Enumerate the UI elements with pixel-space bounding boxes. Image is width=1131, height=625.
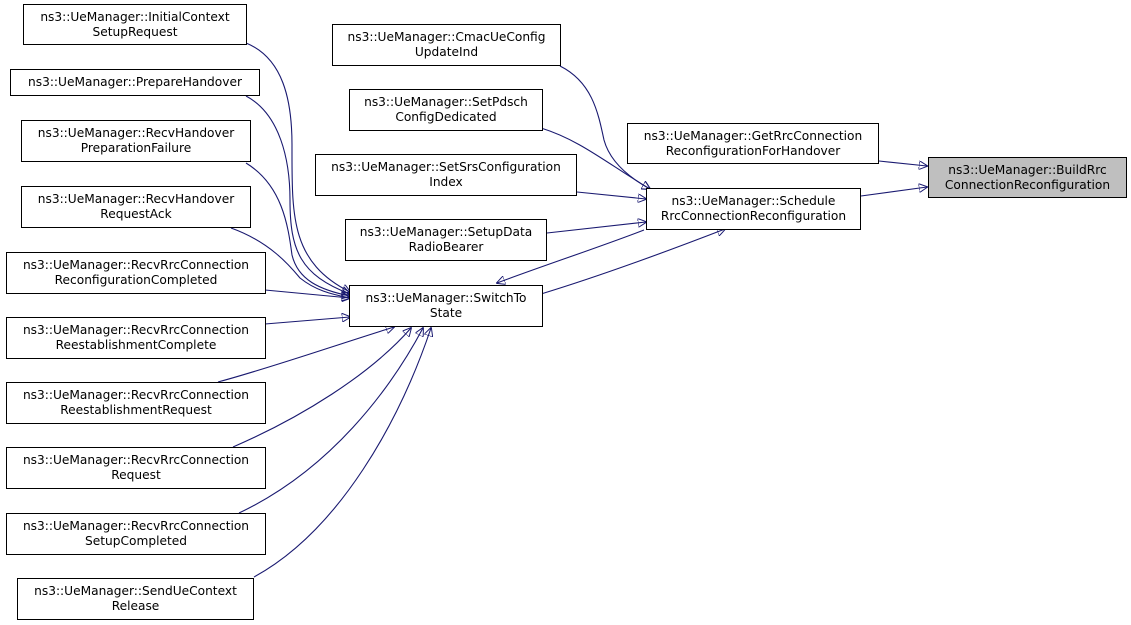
edge-pdsch-to-schedule xyxy=(540,127,650,189)
node-label-line1: ns3::UeManager::SetPdsch xyxy=(364,95,528,109)
edge-hoack-to-switch xyxy=(230,227,350,298)
node-initial-context-setup-request[interactable]: ns3::UeManager::InitialContext SetupRequ… xyxy=(23,4,247,45)
node-get-rrc-connection-reconfiguration-for-handover[interactable]: ns3::UeManager::GetRrcConnection Reconfi… xyxy=(627,123,879,164)
node-label-line1: ns3::UeManager::SetupData xyxy=(359,225,533,239)
node-label-line2: UpdateInd xyxy=(414,45,479,59)
node-recv-handover-preparation-failure[interactable]: ns3::UeManager::RecvHandover Preparation… xyxy=(21,120,251,162)
node-label-line1: ns3::UeManager::InitialContext xyxy=(40,9,230,24)
node-set-pdsch-config-dedicated[interactable]: ns3::UeManager::SetPdsch ConfigDedicated xyxy=(349,89,543,131)
edge-reestreq-to-switch xyxy=(217,327,394,383)
edge-release-to-switch xyxy=(253,328,431,578)
node-recv-rrc-connection-reestablishment-complete[interactable]: ns3::UeManager::RecvRrcConnection Reesta… xyxy=(6,317,266,359)
node-label-line1: ns3::UeManager::SwitchTo xyxy=(365,291,527,305)
node-label-line1: ns3::UeManager::CmacUeConfig xyxy=(347,30,546,44)
node-label-line1: ns3::UeManager::RecvRrcConnection xyxy=(22,258,250,272)
node-label-line1: ns3::UeManager::RecvHandover xyxy=(37,192,235,206)
node-label-line1: ns3::UeManager::RecvRrcConnection xyxy=(22,519,250,533)
edge-reestcomp-to-switch xyxy=(264,317,350,325)
node-label-line1: ns3::UeManager::RecvRrcConnection xyxy=(22,453,250,467)
node-label-line2: ReestablishmentComplete xyxy=(55,338,217,352)
edge-setupcomp-to-switch xyxy=(238,328,423,514)
node-prepare-handover[interactable]: ns3::UeManager::PrepareHandover xyxy=(10,69,260,96)
node-schedule-rrc-connection-reconfiguration[interactable]: ns3::UeManager::Schedule RrcConnectionRe… xyxy=(646,188,861,230)
node-label-line1: ns3::UeManager::RecvRrcConnection xyxy=(22,388,250,402)
edge-srs-to-schedule xyxy=(576,191,646,199)
node-label-line2: Request xyxy=(111,468,161,482)
node-recv-rrc-connection-setup-completed[interactable]: ns3::UeManager::RecvRrcConnection SetupC… xyxy=(6,513,266,555)
node-label-line2: RadioBearer xyxy=(408,240,484,254)
node-label-line2: Index xyxy=(429,175,463,189)
node-label-line2: ConnectionReconfiguration xyxy=(944,177,1111,192)
node-recv-handover-request-ack[interactable]: ns3::UeManager::RecvHandover RequestAck xyxy=(21,186,251,228)
node-label-line2: ReestablishmentRequest xyxy=(60,403,212,417)
edge-rrccomp-to-switch xyxy=(264,289,350,298)
node-label-line2: RrcConnectionReconfiguration xyxy=(660,209,847,223)
node-label-line1: ns3::UeManager::BuildRrc xyxy=(948,162,1107,177)
node-setup-data-radio-bearer[interactable]: ns3::UeManager::SetupData RadioBearer xyxy=(345,219,547,261)
node-label-line2: SetupRequest xyxy=(92,24,178,39)
node-label-line1: ns3::UeManager::RecvRrcConnection xyxy=(22,323,250,337)
node-label-line2: Release xyxy=(111,599,160,613)
edge-hofail-to-switch xyxy=(245,162,350,296)
node-label-line2: ReconfigurationCompleted xyxy=(54,273,218,287)
node-send-ue-context-release[interactable]: ns3::UeManager::SendUeContext Release xyxy=(17,578,254,620)
node-label-line2: RequestAck xyxy=(100,207,172,221)
node-label-line1: ns3::UeManager::SendUeContext xyxy=(34,584,237,598)
node-switch-to-state[interactable]: ns3::UeManager::SwitchTo State xyxy=(349,285,543,327)
edge-schedule-to-switch xyxy=(497,229,645,283)
node-label-line2: SetupCompleted xyxy=(85,534,187,548)
edge-setup-to-schedule xyxy=(546,222,646,234)
edge-rrcreq-to-switch xyxy=(232,328,411,448)
node-label-line1: ns3::UeManager::Schedule xyxy=(671,194,836,208)
node-label-line2: PreparationFailure xyxy=(80,141,192,155)
edge-initctx-to-switch xyxy=(245,42,350,292)
edge-switch-to-schedule xyxy=(540,229,725,295)
node-label-line1: ns3::UeManager::RecvHandover xyxy=(37,126,235,140)
node-label-line2: State xyxy=(429,306,463,320)
node-cmac-ue-config-update-ind[interactable]: ns3::UeManager::CmacUeConfig UpdateInd xyxy=(332,24,561,66)
node-build-rrc-connection-reconfiguration: ns3::UeManager::BuildRrc ConnectionRecon… xyxy=(928,157,1127,198)
node-label-line2: ReconfigurationForHandover xyxy=(665,143,841,158)
node-set-srs-configuration-index[interactable]: ns3::UeManager::SetSrsConfiguration Inde… xyxy=(315,154,577,196)
node-recv-rrc-connection-reestablishment-request[interactable]: ns3::UeManager::RecvRrcConnection Reesta… xyxy=(6,382,266,424)
node-label-line1: ns3::UeManager::PrepareHandover xyxy=(28,75,242,89)
node-recv-rrc-connection-reconfiguration-completed[interactable]: ns3::UeManager::RecvRrcConnection Reconf… xyxy=(6,252,266,294)
node-label-line1: ns3::UeManager::GetRrcConnection xyxy=(643,128,863,143)
edge-schedule-to-build xyxy=(860,187,927,197)
edge-prep-to-switch xyxy=(245,95,350,294)
node-recv-rrc-connection-request[interactable]: ns3::UeManager::RecvRrcConnection Reques… xyxy=(6,447,266,489)
node-label-line1: ns3::UeManager::SetSrsConfiguration xyxy=(331,160,561,174)
edge-getrrc-to-build xyxy=(878,160,927,166)
node-label-line2: ConfigDedicated xyxy=(395,110,497,124)
